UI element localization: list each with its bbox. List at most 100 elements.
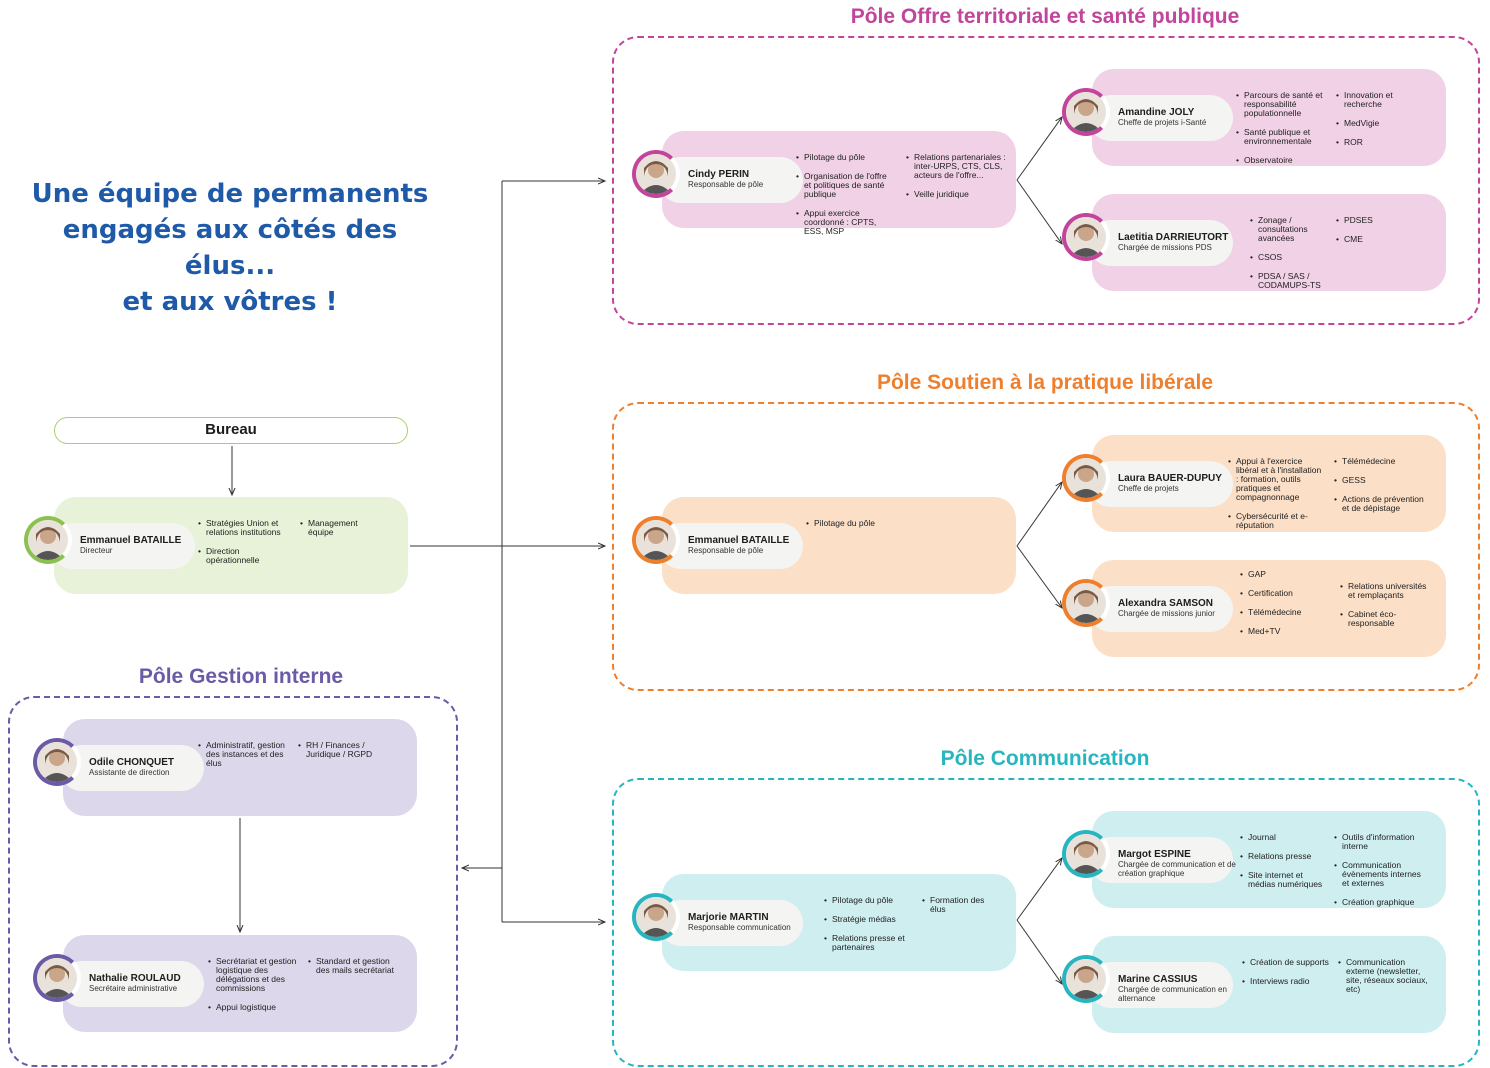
person-role: Chargée de missions PDS (1118, 243, 1212, 252)
person-photo-icon (1066, 834, 1106, 874)
person-name: Margot ESPINE (1118, 849, 1191, 860)
pole-offre-frame (612, 36, 1480, 325)
person-photo-icon (1066, 959, 1106, 999)
task-item: Appui à l'exercice libéral et à l'instal… (1228, 457, 1324, 502)
soutien-to-member1-connector (1016, 482, 1062, 547)
task-list: RH / Finances / Juridique / RGPD (298, 741, 388, 769)
task-list: PDSESCME (1336, 216, 1416, 254)
pole-soutien-frame (612, 402, 1480, 691)
task-item: Outils d'information interne (1334, 833, 1430, 851)
task-item: Certification (1240, 589, 1330, 599)
person-role: Responsable de pôle (688, 180, 764, 189)
person-name: Amandine JOLY (1118, 107, 1195, 118)
task-item: Télémédecine (1334, 457, 1424, 467)
offre-to-member1-connector (1016, 117, 1062, 181)
task-item: GESS (1334, 476, 1424, 486)
task-item: Pilotage du pôle (806, 519, 906, 529)
task-list: Stratégies Union et relations institutio… (198, 519, 290, 575)
person-photo-icon (28, 520, 68, 560)
task-item: Cabinet éco-responsable (1340, 610, 1430, 628)
task-item: Relations presse (1240, 852, 1330, 862)
task-item: Management équipe (300, 519, 380, 537)
person-photo-icon (37, 958, 77, 998)
task-item: Secrétariat et gestion logistique des dé… (208, 957, 304, 993)
person-name: Marjorie MARTIN (688, 912, 769, 923)
task-item: CME (1336, 235, 1416, 245)
task-item: Formation des élus (922, 896, 998, 914)
task-list: GAP CertificationTélémédecineMed+TV (1240, 570, 1330, 646)
task-item: Communication évènements internes et ext… (1334, 861, 1430, 888)
task-item: Organisation de l'offre et politiques de… (796, 172, 896, 199)
task-item: CSOS (1250, 253, 1330, 263)
avatar (33, 738, 81, 786)
person-photo-icon (636, 897, 676, 937)
headline-line: engagés aux côtés des élus... (62, 215, 398, 281)
task-list: Parcours de santé et responsabilité popu… (1236, 91, 1328, 175)
task-item: Innovation et recherche (1336, 91, 1426, 109)
person-name: Laetitia DARRIEUTORT (1118, 232, 1229, 243)
person-photo-icon (636, 520, 676, 560)
avatar (1062, 830, 1110, 878)
task-item: Santé publique et environnementale (1236, 128, 1328, 146)
person-photo-icon (37, 742, 77, 782)
headline: Une équipe de permanents engagés aux côt… (20, 176, 440, 320)
person-role: Secrétaire administrative (89, 984, 178, 993)
pole-offre-title: Pôle Offre territoriale et santé publiqu… (850, 5, 1240, 28)
task-item: ROR (1336, 138, 1426, 148)
person-role: Chargée de missions junior (1118, 609, 1215, 618)
task-list: Pilotage du pôleOrganisation de l'offre … (796, 153, 896, 246)
task-item: Création graphique (1334, 898, 1430, 908)
headline-line: Une équipe de permanents (31, 179, 429, 209)
pole-soutien-title: Pôle Soutien à la pratique libérale (876, 371, 1214, 394)
person-role: Cheffe de projets (1118, 484, 1179, 493)
avatar (24, 516, 72, 564)
avatar (1062, 579, 1110, 627)
task-item: Administratif, gestion des instances et … (198, 741, 288, 768)
task-item: Med+TV (1240, 627, 1330, 637)
pole-gestion-frame (8, 696, 458, 1067)
task-list: Outils d'information interneCommunicatio… (1334, 833, 1430, 917)
task-list: Standard et gestion des mails secrétaria… (308, 957, 398, 985)
person-role: Assistante de direction (89, 768, 170, 777)
person-photo-icon (1066, 583, 1106, 623)
task-item: Stratégie médias (824, 915, 916, 925)
person-role: Responsable communication (688, 923, 791, 932)
task-item: Zonage / consultations avancées (1250, 216, 1330, 243)
person-role: Directeur (80, 546, 113, 555)
avatar (632, 516, 680, 564)
task-item: GAP (1240, 570, 1330, 580)
avatar (632, 150, 680, 198)
task-item: PDSA / SAS / CODAMUPS-TS (1250, 272, 1330, 290)
person-role: Chargée de communication en alternance (1118, 985, 1227, 1003)
avatar (1062, 955, 1110, 1003)
task-item: Site internet et médias numériques (1240, 871, 1330, 889)
pole-communication-frame (612, 778, 1480, 1067)
task-item: Relations partenariales : inter-URPS, CT… (906, 153, 1006, 180)
task-item: Pilotage du pôle (824, 896, 916, 906)
task-list: Zonage / consultations avancéesCSOS PDSA … (1250, 216, 1330, 300)
task-list: Administratif, gestion des instances et … (198, 741, 288, 778)
person-photo-icon (636, 154, 676, 194)
person-role: Cheffe de projets i-Santé (1118, 118, 1207, 127)
pole-communication-title: Pôle Communication (940, 747, 1150, 770)
task-item: Standard et gestion des mails secrétaria… (308, 957, 398, 975)
person-role: Chargée de communication et de création … (1118, 860, 1236, 878)
task-list: Relations partenariales : inter-URPS, CT… (906, 153, 1006, 209)
avatar (632, 893, 680, 941)
person-name: Odile CHONQUET (89, 757, 175, 768)
bureau-box: Bureau (54, 417, 408, 444)
task-item: Télémédecine (1240, 608, 1330, 618)
task-item: MedVigie (1336, 119, 1426, 129)
task-list: Secrétariat et gestion logistique des dé… (208, 957, 304, 1022)
task-list: Pilotage du pôleStratégie médiasRelation… (824, 896, 916, 962)
